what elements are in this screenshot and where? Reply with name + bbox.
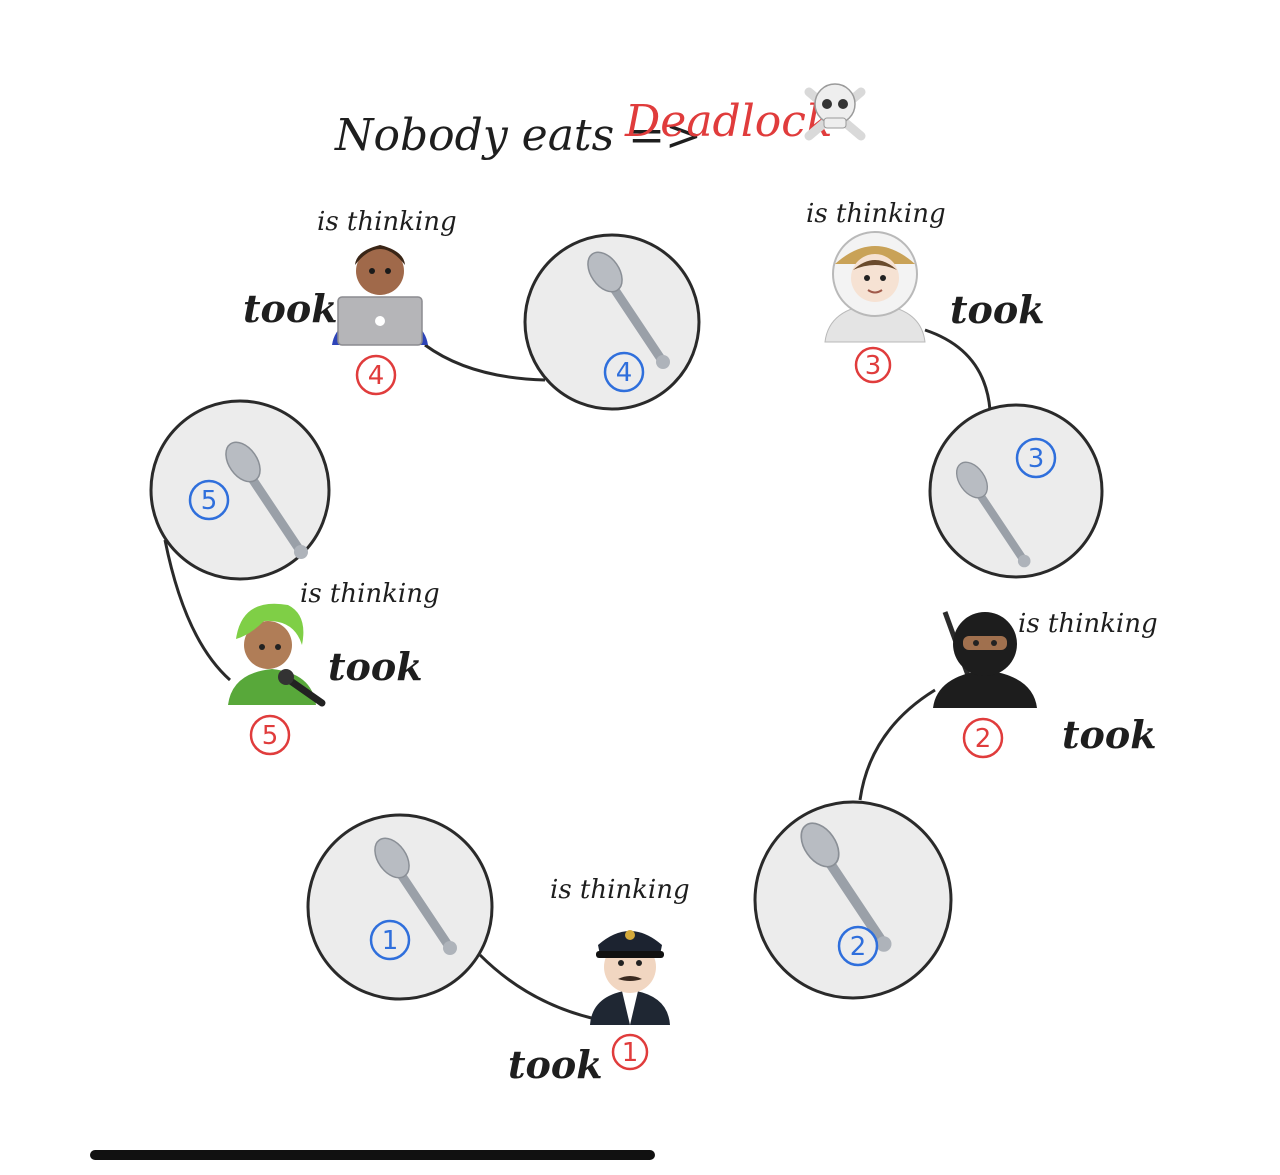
action-label: took	[328, 644, 423, 689]
action-label: took	[950, 287, 1045, 332]
status-label: is thinking	[300, 579, 440, 609]
spoon-plate-5: 5	[149, 399, 331, 581]
skull-and-crossbones-icon	[804, 83, 866, 141]
spoon-number: 4	[616, 358, 633, 388]
title-prefix: Nobody eats =>	[334, 110, 702, 161]
philosopher-number: 5	[262, 721, 279, 751]
technologist-icon	[332, 245, 428, 346]
spoon-plate-3: 3	[928, 403, 1104, 579]
pilot-icon	[590, 930, 670, 1025]
philosopher-number: 4	[368, 361, 385, 391]
status-label: is thinking	[550, 875, 690, 905]
philosopher-badge	[611, 1033, 649, 1071]
philosopher-5: is thinking 5 took	[228, 579, 440, 756]
philosopher-badge	[249, 714, 291, 756]
philosopher-number: 1	[622, 1038, 639, 1068]
philosopher-1: is thinking 1 took	[508, 875, 690, 1087]
title-highlight: Deadlock	[624, 96, 833, 147]
link-philosopher-1-spoon-1	[478, 953, 601, 1022]
philosopher-badge	[854, 346, 892, 384]
spoon-number: 2	[850, 932, 867, 962]
spoon-plate-2: 2	[753, 800, 953, 1000]
action-label: took	[243, 286, 338, 331]
philosopher-badge	[355, 354, 397, 396]
singer-icon	[228, 603, 326, 707]
spoon-number: 1	[382, 926, 399, 956]
spoon-badge	[837, 925, 879, 967]
link-philosopher-5-spoon-5	[163, 539, 231, 682]
philosopher-badge	[962, 717, 1004, 759]
title: Nobody eats => Deadlock	[334, 83, 866, 161]
philosopher-2: is thinking 2 took	[933, 609, 1158, 759]
link-philosopher-3-spoon-3	[924, 328, 992, 411]
spoon-plate-1: 1	[306, 813, 494, 1001]
spoon-badge	[188, 479, 230, 521]
ninja-icon	[933, 611, 1037, 708]
home-indicator[interactable]	[90, 1150, 655, 1160]
link-philosopher-2-spoon-2	[858, 688, 936, 801]
status-label: is thinking	[317, 207, 457, 237]
status-label: is thinking	[806, 199, 946, 229]
philosopher-3: is thinking 3 took	[806, 199, 1045, 384]
spoon-badge	[603, 351, 645, 393]
spoon-number: 3	[1028, 444, 1045, 474]
philosopher-number: 3	[865, 351, 882, 381]
spoon-number: 5	[201, 486, 218, 516]
spoon-badge	[369, 919, 411, 961]
link-philosopher-4-spoon-4	[424, 343, 546, 382]
philosopher-number: 2	[975, 724, 992, 754]
astronaut-icon	[824, 231, 926, 343]
spoon-plate-4: 4	[523, 233, 701, 411]
status-label: is thinking	[1018, 609, 1158, 639]
philosopher-4: is thinking 4 took	[243, 207, 457, 396]
action-label: took	[1062, 712, 1157, 757]
spoon-badge	[1015, 437, 1057, 479]
action-label: took	[508, 1042, 603, 1087]
